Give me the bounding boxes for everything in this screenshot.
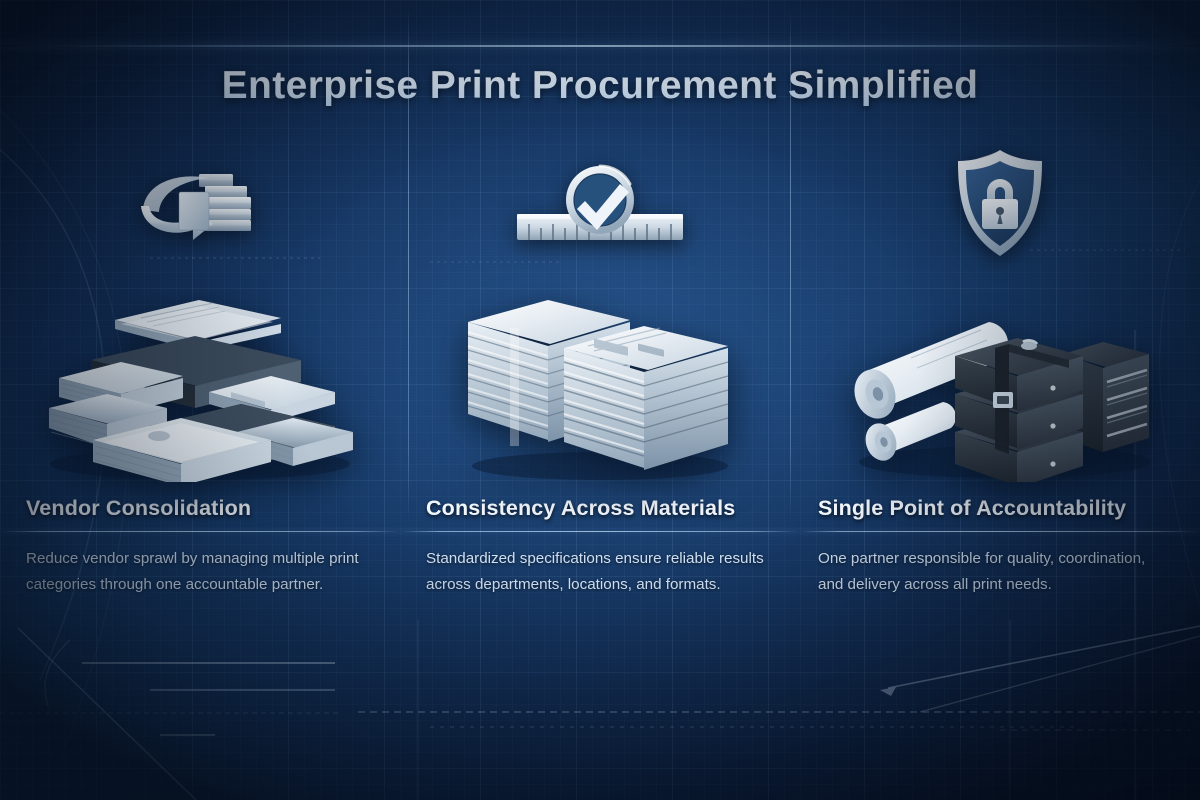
feature-column-vendor-consolidation: Vendor Consolidation Reduce vendor spraw…	[0, 130, 400, 670]
feature-body: Standardized specifications ensure relia…	[426, 550, 764, 594]
icon-slot	[0, 144, 400, 264]
feature-heading: Consistency Across Materials	[426, 496, 736, 520]
feature-heading: Vendor Consolidation	[26, 496, 252, 520]
illustration-slot	[800, 272, 1200, 482]
icon-slot	[400, 144, 800, 264]
vendor-consolidation-icon	[141, 174, 251, 240]
feature-body: One partner responsible for quality, coo…	[818, 550, 1146, 594]
blueprints-and-binders-illustration	[854, 322, 1151, 482]
heading-divider	[400, 531, 800, 532]
page-title: Enterprise Print Procurement Simplified	[0, 55, 1200, 117]
illustration-slot	[0, 272, 400, 482]
feature-heading: Single Point of Accountability	[818, 496, 1127, 520]
shield-lock-icon	[958, 150, 1042, 256]
scattered-print-stacks-illustration	[49, 300, 353, 482]
feature-body: Reduce vendor sprawl by managing multipl…	[26, 550, 359, 594]
illustration-slot	[400, 272, 800, 482]
feature-columns: Vendor Consolidation Reduce vendor spraw…	[0, 130, 1200, 670]
feature-column-consistency: Consistency Across Materials Standardize…	[400, 130, 800, 670]
heading-divider	[800, 531, 1200, 532]
quality-check-ruler-icon	[517, 164, 683, 240]
title-divider	[0, 45, 1200, 47]
feature-column-accountability: Single Point of Accountability One partn…	[800, 130, 1200, 670]
heading-divider	[0, 531, 400, 532]
icon-slot	[800, 144, 1200, 264]
aligned-paper-stacks-illustration	[467, 300, 729, 480]
